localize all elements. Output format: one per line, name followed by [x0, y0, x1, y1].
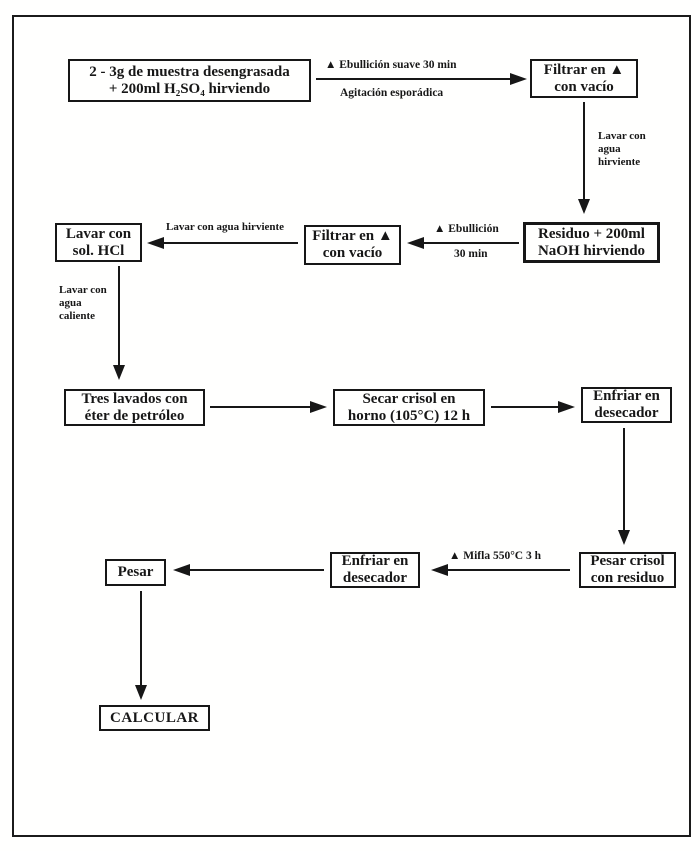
- node-calcular: CALCULAR: [99, 705, 210, 731]
- node-pesar-line1: Pesar: [117, 564, 154, 581]
- node-enfriar2-line1: Enfriar en: [341, 553, 409, 570]
- arrow-eter-to-secar: [210, 401, 327, 413]
- label-agitacion-esporadica: Agitación esporádica: [340, 87, 444, 99]
- node-filtrar2-line1: Filtrar en ▲: [312, 228, 393, 245]
- node-filtrar1-line2: con vacío: [554, 78, 614, 95]
- node-pesarcrisol-line1: Pesar crisol: [590, 553, 665, 570]
- label-mufla-550: ▲ Mifla 550°C 3 h: [449, 550, 542, 562]
- diagram-border-frame: 2 - 3g de muestra desengrasada + 200ml H…: [12, 15, 691, 837]
- arrowhead-left-icon: [173, 564, 190, 576]
- node-residuo-line2: NaOH hirviendo: [537, 242, 646, 259]
- label-lavar-caliente-l1: Lavar con: [59, 284, 107, 296]
- node-hcl-line2: sol. HCl: [72, 242, 125, 259]
- node-secar-line2: horno (105°C) 12 h: [347, 407, 471, 424]
- node-filtrar-vacio-2: Filtrar en ▲ con vacío: [304, 225, 401, 265]
- label-lavar-hirviente-l3: hirviente: [598, 156, 641, 168]
- arrowhead-right-icon: [510, 73, 527, 85]
- node-eter-line1: Tres lavados con: [81, 390, 188, 407]
- node-secar-line1: Secar crisol en: [362, 390, 456, 407]
- node-calcular-line1: CALCULAR: [109, 709, 199, 726]
- arrow-secar-to-enfriar1: [491, 401, 575, 413]
- node-muestra-line2: + 200ml H₂SO₄ hirviendo: [108, 80, 271, 97]
- arrow-hcl-to-eter: [113, 266, 125, 380]
- label-lavar-caliente-l2: agua: [59, 297, 82, 309]
- node-enfriar1-line2: desecador: [594, 405, 659, 421]
- node-filtrar2-line2: con vacío: [322, 245, 383, 261]
- label-ebullicion-suave: ▲ Ebullición suave 30 min: [325, 59, 457, 71]
- label-lavar-agua-hirviente-horiz: Lavar con agua hirviente: [166, 221, 285, 233]
- arrow-enfriar2-to-pesar: [173, 564, 324, 576]
- arrow-enfriar1-to-pesarcrisol: [618, 428, 630, 545]
- arrowhead-down-icon: [578, 199, 590, 214]
- arrowhead-down-icon: [618, 530, 630, 545]
- label-30-min: 30 min: [454, 248, 488, 260]
- node-muestra-desengrasada: 2 - 3g de muestra desengrasada + 200ml H…: [68, 59, 311, 102]
- arrow-filtrar2-to-hcl: [147, 237, 298, 249]
- node-secar-crisol: Secar crisol en horno (105°C) 12 h: [333, 389, 485, 426]
- node-filtrar-vacio-1: Filtrar en ▲ con vacío: [530, 59, 638, 98]
- arrowhead-down-icon: [113, 365, 125, 380]
- label-ebullicion-30: ▲ Ebullición: [434, 223, 499, 235]
- node-muestra-line1: 2 - 3g de muestra desengrasada: [89, 63, 290, 80]
- node-eter-line2: éter de petróleo: [84, 407, 185, 424]
- arrow-pesarcrisol-to-enfriar2: [431, 564, 570, 576]
- arrowhead-left-icon: [147, 237, 164, 249]
- arrow-residuo-to-filtrar2: [407, 237, 519, 249]
- arrowhead-down-icon: [135, 685, 147, 700]
- node-tres-lavados-eter: Tres lavados con éter de petróleo: [64, 389, 205, 426]
- label-lavar-hirviente-l2: agua: [598, 143, 621, 155]
- node-residuo-line1: Residuo + 200ml: [538, 225, 645, 242]
- arrowhead-right-icon: [558, 401, 575, 413]
- node-pesar-crisol-residuo: Pesar crisol con residuo: [579, 552, 676, 588]
- arrow-muestra-to-filtrar1: [316, 73, 527, 85]
- arrow-filtrar1-to-residuo: [578, 102, 590, 214]
- node-lavar-hcl: Lavar con sol. HCl: [55, 223, 142, 262]
- arrowhead-left-icon: [431, 564, 448, 576]
- node-pesarcrisol-line2: con residuo: [590, 570, 665, 586]
- arrowhead-left-icon: [407, 237, 424, 249]
- arrow-pesar-to-calcular: [135, 591, 147, 700]
- node-enfriar1-line1: Enfriar en: [593, 388, 660, 405]
- label-lavar-agua-caliente: Lavar con agua caliente: [59, 284, 107, 323]
- node-enfriar2-line2: desecador: [342, 570, 408, 586]
- label-lavar-caliente-l3: caliente: [59, 310, 96, 322]
- node-enfriar-desecador-2: Enfriar en desecador: [330, 552, 420, 588]
- node-residuo-naoh: Residuo + 200ml NaOH hirviendo: [523, 222, 660, 263]
- arrowhead-right-icon: [310, 401, 327, 413]
- node-filtrar1-line1: Filtrar en ▲: [543, 61, 625, 78]
- node-enfriar-desecador-1: Enfriar en desecador: [581, 387, 672, 423]
- label-lavar-agua-hirviente-vert: Lavar con agua hirviente: [598, 130, 646, 169]
- node-pesar: Pesar: [105, 559, 166, 586]
- node-hcl-line1: Lavar con: [65, 225, 132, 242]
- label-lavar-hirviente-l1: Lavar con: [598, 130, 646, 142]
